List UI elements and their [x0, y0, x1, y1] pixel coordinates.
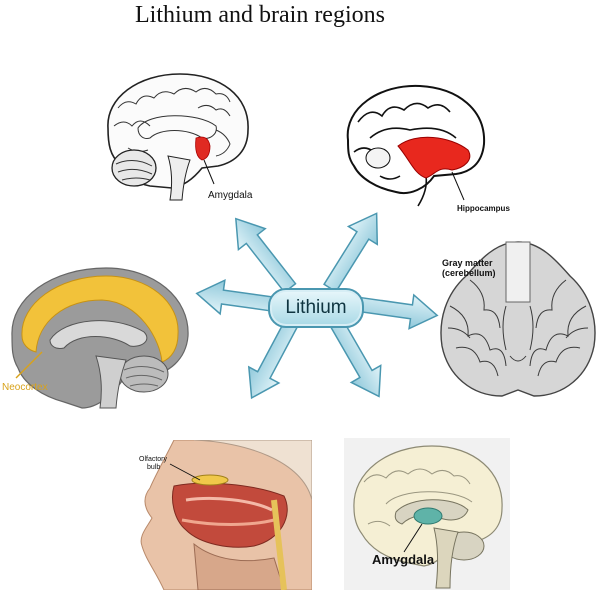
neocortex-image: [11, 267, 189, 409]
cerebellum-image: [440, 241, 596, 397]
arrow-right: [354, 293, 439, 330]
arrow-down-right: [328, 317, 382, 398]
amygdala-bottom-label: Amygdala: [372, 552, 435, 567]
amygdala-sketch-image: [107, 73, 249, 201]
arrow-up-right: [323, 212, 379, 293]
neocortex-label: Neocortex: [2, 382, 48, 393]
olfactory-label-line2: bulb: [147, 464, 161, 471]
lithium-hub: Lithium: [268, 288, 364, 328]
olfactory-label-line1: Olfactory: [139, 456, 168, 463]
hippocampus-label: Hippocampus: [457, 204, 510, 213]
amygdala-teal-image: [344, 438, 510, 590]
cerebellum-sketch: [111, 149, 157, 187]
cerebellum-label-line2: (cerebellum): [442, 268, 496, 278]
cerebellum-label-line1: Gray matter: [442, 258, 493, 268]
arrow-up-left: [234, 217, 297, 294]
olfactory-bulb-image: [134, 440, 312, 590]
arrow-left: [195, 278, 274, 316]
amygdala-teal-region: [413, 507, 443, 525]
page-title: Lithium and brain regions: [135, 2, 385, 28]
hippocampus-red-region: [397, 136, 471, 179]
olfactory-bulb-region: [191, 474, 229, 486]
hippocampus-sketch-image: [346, 84, 486, 207]
amygdala-red-region: [195, 136, 211, 161]
amygdala-top-label: Amygdala: [208, 190, 253, 201]
